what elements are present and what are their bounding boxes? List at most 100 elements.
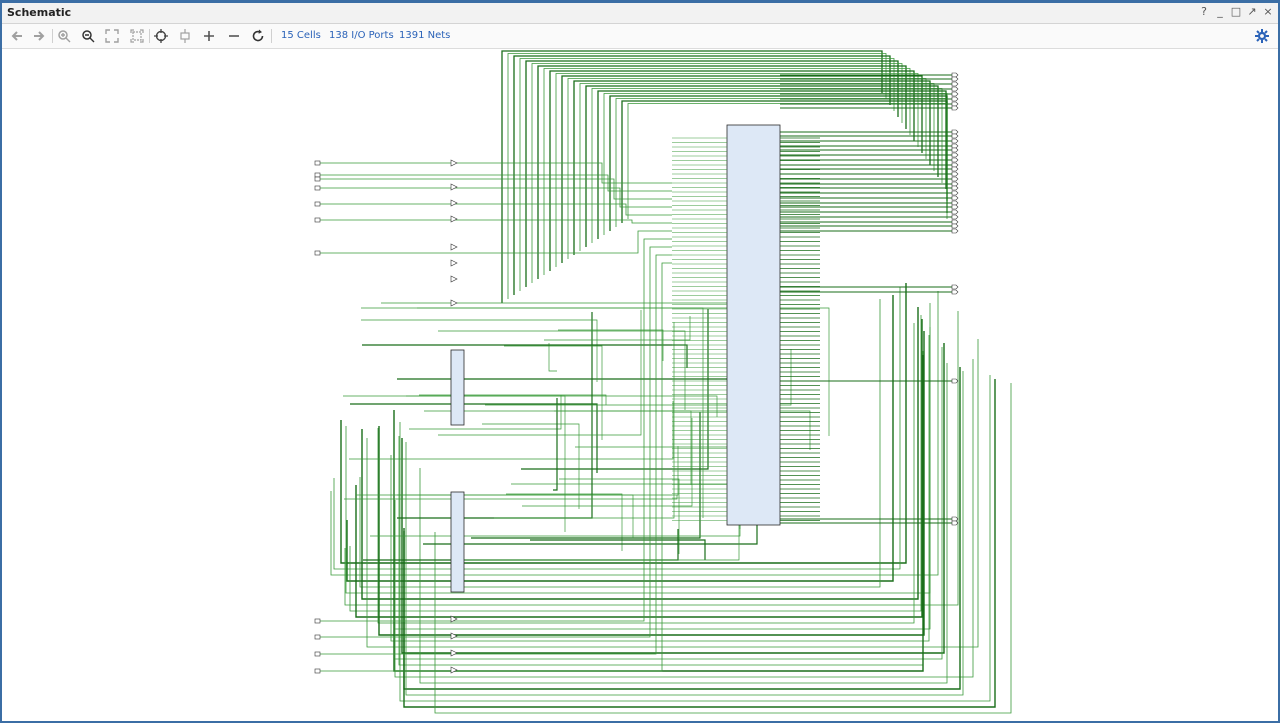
- net-wire: [561, 75, 923, 263]
- net-wire: [579, 83, 935, 251]
- schematic-drawing[interactable]: [2, 49, 1278, 723]
- close-icon[interactable]: ×: [1263, 5, 1273, 18]
- output-port: [951, 516, 959, 522]
- net-wire: [355, 319, 923, 618]
- net-wire: [346, 295, 894, 582]
- net-wire: [362, 344, 688, 368]
- input-port: [314, 250, 321, 256]
- back-icon[interactable]: [8, 27, 26, 45]
- buffer-cell: [450, 259, 458, 267]
- output-port: [951, 72, 959, 78]
- input-port: [314, 217, 321, 223]
- buffer-cell: [450, 299, 458, 307]
- float-icon[interactable]: ↗: [1247, 5, 1257, 18]
- net-wire: [438, 310, 642, 436]
- minus-icon[interactable]: [225, 27, 243, 45]
- net-wire: [320, 246, 672, 638]
- net-wire: [521, 309, 709, 470]
- net-wire: [381, 302, 730, 325]
- refresh-icon[interactable]: [249, 27, 267, 45]
- zoom-in-icon[interactable]: [55, 27, 73, 45]
- cells-count-link[interactable]: 15 Cells: [281, 30, 321, 41]
- net-wire: [530, 539, 706, 560]
- output-port: [951, 86, 959, 92]
- net-wire: [359, 299, 881, 588]
- net-wire: [567, 78, 927, 259]
- output-port: [951, 105, 959, 111]
- input-port: [314, 172, 321, 178]
- net-wire: [340, 283, 907, 564]
- net-wire: [615, 98, 948, 227]
- net-wire: [393, 347, 943, 660]
- net-wire: [558, 329, 664, 361]
- output-port: [951, 223, 959, 229]
- output-port: [951, 162, 959, 168]
- output-port: [951, 147, 959, 153]
- output-port: [951, 289, 959, 295]
- zoom-area-icon[interactable]: [128, 27, 146, 45]
- buffer-cell: [450, 615, 458, 623]
- sub-cell-a: [450, 349, 465, 426]
- net-wire: [504, 345, 603, 440]
- output-port: [951, 181, 959, 187]
- net-wire: [419, 394, 607, 405]
- net-wire: [506, 493, 623, 551]
- collapse-icon[interactable]: [176, 27, 194, 45]
- help-icon[interactable]: ?: [1201, 5, 1207, 18]
- net-wire: [553, 398, 558, 491]
- output-port: [951, 520, 959, 526]
- expand-icon[interactable]: [200, 27, 218, 45]
- minimize-icon[interactable]: _: [1217, 5, 1223, 18]
- buffer-cell: [450, 666, 458, 674]
- input-port: [314, 160, 321, 166]
- buffer-cell: [450, 649, 458, 657]
- select-icon[interactable]: [152, 27, 170, 45]
- toolbar: 15 Cells 138 I/O Ports 1391 Nets: [2, 24, 1278, 49]
- net-wire: [401, 343, 945, 654]
- output-port: [951, 152, 959, 158]
- net-wire: [394, 359, 974, 678]
- net-wire: [434, 383, 1012, 714]
- nets-count-link[interactable]: 1391 Nets: [399, 30, 451, 41]
- net-wire: [537, 65, 907, 279]
- net-wire: [522, 418, 693, 507]
- net-wire: [409, 395, 562, 430]
- net-wire: [559, 478, 680, 554]
- output-port: [951, 176, 959, 182]
- net-wire: [377, 323, 915, 624]
- net-wire: [548, 343, 557, 372]
- output-port: [951, 214, 959, 220]
- net-wire: [320, 162, 672, 184]
- zoom-out-icon[interactable]: [79, 27, 97, 45]
- input-port: [314, 201, 321, 207]
- ports-count-link[interactable]: 138 I/O Ports: [329, 30, 394, 41]
- net-wire: [494, 322, 675, 519]
- net-wire: [398, 351, 924, 666]
- sub-cell-b: [450, 491, 465, 593]
- net-wire: [397, 494, 634, 538]
- net-wire: [361, 319, 598, 382]
- net-wire: [406, 395, 566, 532]
- output-port: [951, 143, 959, 149]
- zoom-fit-icon[interactable]: [103, 27, 121, 45]
- settings-icon[interactable]: [1254, 28, 1270, 44]
- input-port: [314, 185, 321, 191]
- buffer-cell: [450, 243, 458, 251]
- output-port: [951, 228, 959, 234]
- restore-icon[interactable]: □: [1230, 5, 1242, 18]
- input-port: [314, 634, 321, 640]
- main-cell: [726, 124, 781, 526]
- net-wire: [320, 178, 672, 200]
- forward-icon[interactable]: [30, 27, 48, 45]
- buffer-cell: [450, 159, 458, 167]
- schematic-canvas[interactable]: [2, 49, 1278, 721]
- output-port: [951, 138, 959, 144]
- buffer-cell: [450, 199, 458, 207]
- input-port: [314, 176, 321, 182]
- net-wire: [471, 412, 701, 539]
- net-wire: [361, 307, 704, 518]
- input-port: [314, 651, 321, 657]
- output-port: [951, 76, 959, 82]
- net-wire: [390, 335, 930, 642]
